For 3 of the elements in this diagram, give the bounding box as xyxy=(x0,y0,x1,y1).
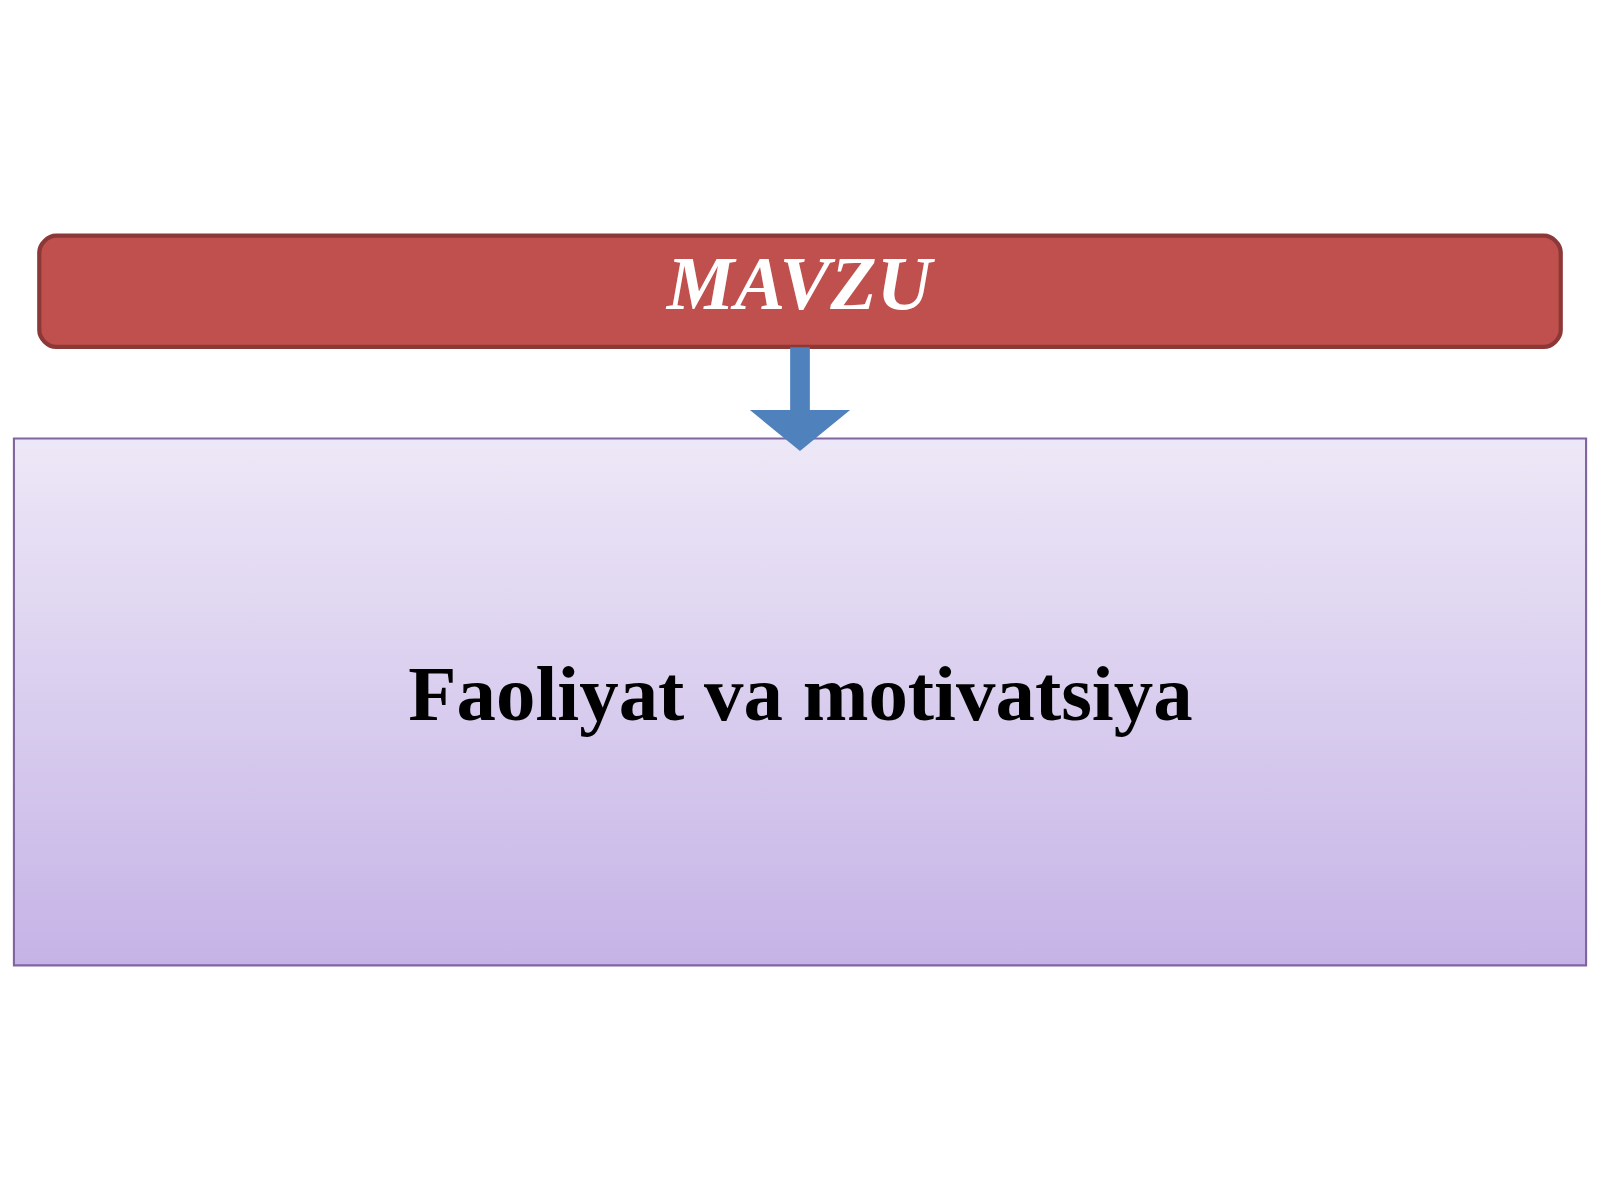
arrow xyxy=(749,346,851,451)
node-box: MAVZU xyxy=(37,233,1563,349)
node-box: Faoliyat va motivatsiya xyxy=(12,436,1588,966)
